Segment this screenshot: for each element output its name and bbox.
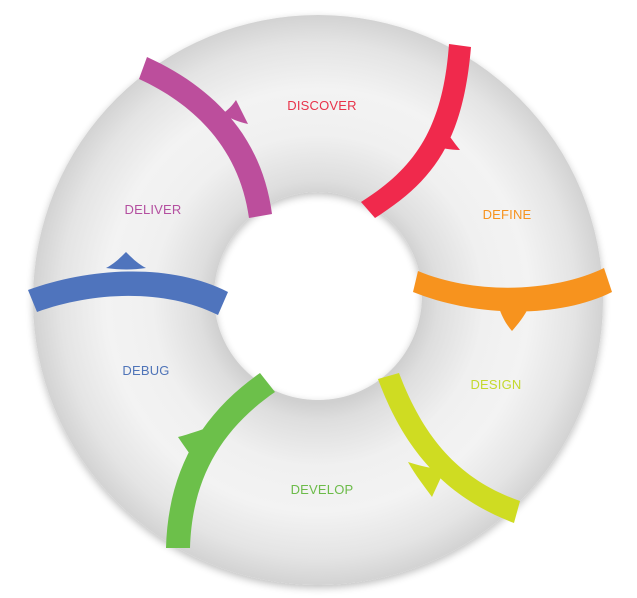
define-arrow	[413, 268, 612, 331]
deliver-arrow	[139, 57, 272, 218]
debug-arrow	[28, 252, 228, 315]
stage-label-deliver: DELIVER	[124, 202, 181, 217]
stage-label-define: DEFINE	[483, 207, 532, 222]
discover-arrow	[361, 44, 471, 218]
stage-label-develop: DEVELOP	[291, 482, 354, 497]
stage-label-discover: DISCOVER	[287, 98, 357, 113]
donut-ring	[33, 15, 603, 585]
arrow-bands	[28, 44, 612, 548]
stage-label-debug: DEBUG	[122, 363, 169, 378]
design-arrow	[378, 373, 520, 523]
stage-label-design: DESIGN	[470, 377, 521, 392]
develop-arrow	[166, 373, 275, 548]
